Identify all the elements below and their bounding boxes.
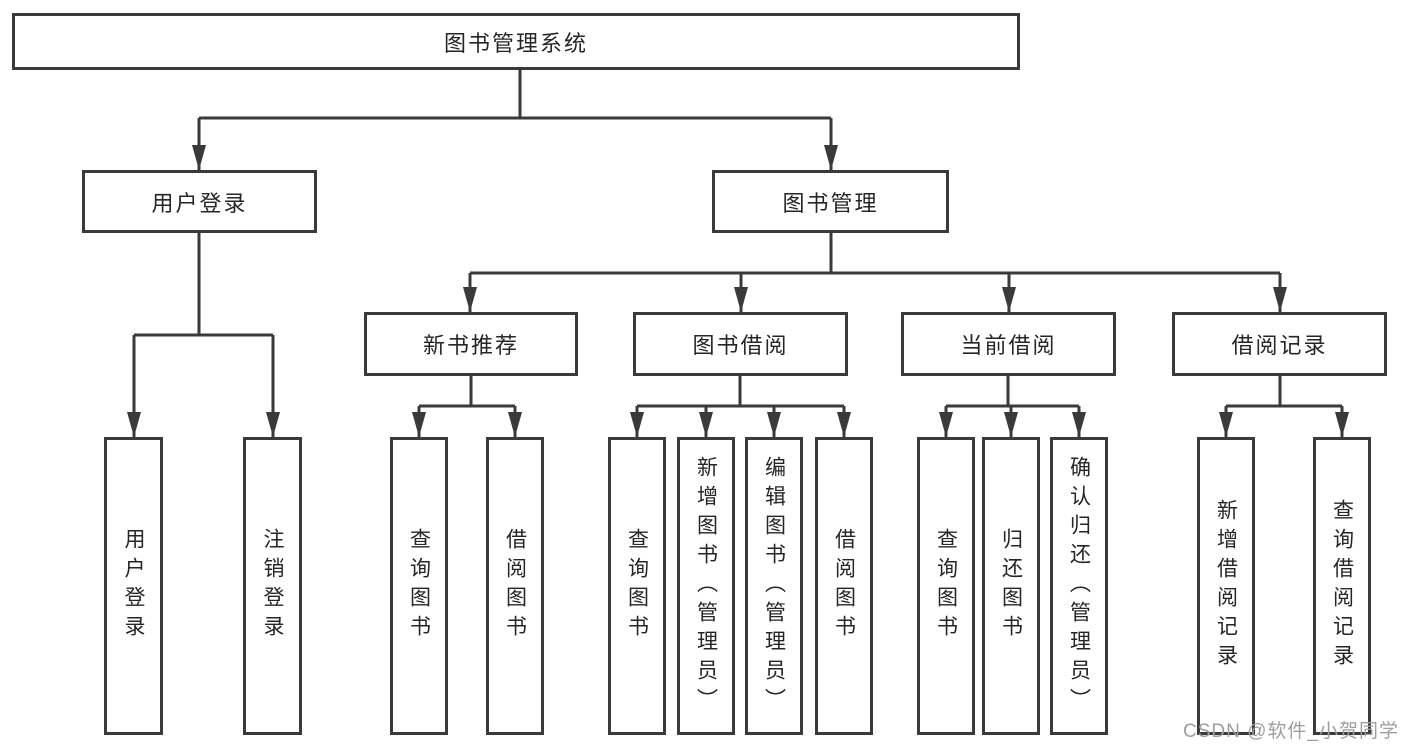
connector-borrow-record-branch [1226, 376, 1342, 408]
leaf-query-borrow-record: 查询借阅记录 [1313, 437, 1371, 735]
leaf-add-borrow-record: 新增借阅记录 [1197, 437, 1255, 735]
csdn-watermark: CSDN @软件_小贺同学 [1183, 721, 1399, 742]
leaf-add-book-admin: 新增图书（管理员） [677, 437, 735, 735]
leaf-edit-book-admin: 编辑图书（管理员） [745, 437, 803, 735]
connector-new-book-branch [419, 376, 515, 408]
leaf-return-book: 归还图书 [982, 437, 1040, 735]
leaf-borrow-book: 借阅图书 [815, 437, 873, 735]
leaf-query-book: 查询图书 [917, 437, 975, 735]
leaf-confirm-return-admin: 确认归还（管理员） [1050, 437, 1108, 735]
leaf-query-book: 查询图书 [390, 437, 448, 735]
node-current-borrow: 当前借阅 [901, 312, 1116, 376]
connector-user-login-branch [134, 233, 273, 337]
node-book-management: 图书管理 [712, 170, 949, 233]
node-borrow-record: 借阅记录 [1172, 312, 1387, 376]
connector-book-management-branch [470, 233, 1280, 275]
connector-current-borrow-branch [946, 376, 1079, 408]
connector-root-to-level2 [199, 70, 831, 120]
node-user-login: 用户登录 [82, 170, 317, 233]
leaf-logout: 注销登录 [243, 437, 302, 735]
leaf-query-book: 查询图书 [608, 437, 666, 735]
node-book-borrow: 图书借阅 [633, 312, 848, 376]
leaf-user-login: 用户登录 [104, 437, 163, 735]
leaf-borrow-book: 借阅图书 [486, 437, 544, 735]
node-root-system: 图书管理系统 [12, 13, 1020, 70]
connector-book-borrow-branch [637, 376, 844, 408]
node-new-book-recommend: 新书推荐 [364, 312, 578, 376]
